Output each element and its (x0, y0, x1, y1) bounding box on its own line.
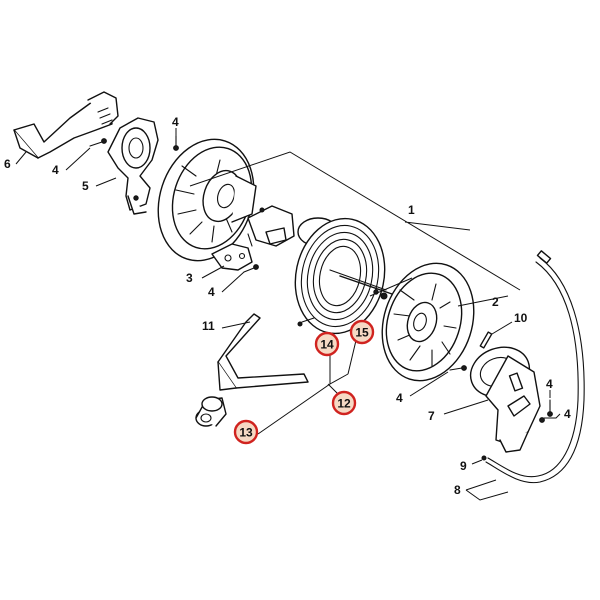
callout-13-highlight: 13 (233, 419, 259, 445)
callout-7: 7 (428, 409, 435, 423)
leader-4c (221, 271, 245, 293)
callout-4-d: 4 (396, 391, 403, 405)
callout-8: 8 (454, 483, 461, 497)
right-flange-disc (381, 262, 475, 382)
leader-7 (443, 399, 489, 415)
screw-part (89, 138, 107, 147)
leader-11 (221, 321, 251, 329)
leader-10 (491, 321, 513, 335)
screw-part (449, 365, 467, 371)
leader-4f (555, 413, 561, 419)
callout-14: 14 (320, 338, 334, 352)
leader-6 (15, 151, 27, 165)
callout-4-c: 4 (208, 285, 215, 299)
callout-2: 2 (492, 295, 499, 309)
leader-5 (95, 177, 117, 187)
pin-part (479, 331, 493, 349)
callout-4-b: 4 (172, 115, 179, 129)
callout-11: 11 (202, 319, 215, 333)
rod-part (217, 313, 309, 391)
callout-13: 13 (239, 426, 253, 440)
callout-4-e: 4 (546, 377, 553, 391)
leader-4a (65, 147, 91, 171)
leader-4d (409, 371, 449, 397)
callout-6: 6 (4, 157, 11, 171)
axle-part (247, 205, 295, 247)
callout-9: 9 (460, 459, 467, 473)
callout-3: 3 (186, 271, 193, 285)
guide-housing-part (469, 346, 541, 453)
lever-plate-part (211, 233, 253, 271)
hose-line-part (481, 250, 585, 484)
leader-12-13-14-15 (257, 331, 359, 435)
callout-5: 5 (82, 179, 89, 193)
crank-handle-part (13, 91, 119, 159)
callout-1: 1 (408, 203, 415, 217)
left-flange-disc (157, 138, 257, 262)
screw-part (547, 399, 553, 417)
bracket-part (107, 117, 159, 215)
hose-drum-part (294, 217, 393, 335)
callout-14-highlight: 14 (314, 331, 340, 357)
screw-part (539, 417, 557, 423)
screw-part (173, 135, 179, 151)
leader-3 (201, 265, 225, 279)
callout-4-a: 4 (52, 163, 59, 177)
callout-10: 10 (514, 311, 528, 325)
bushing-part (195, 396, 227, 427)
callout-12-highlight: 12 (331, 390, 357, 416)
callout-15: 15 (355, 326, 369, 340)
callout-12: 12 (337, 397, 351, 411)
leader-1 (189, 151, 521, 291)
leader-8 (465, 479, 509, 501)
screw-part (243, 264, 259, 273)
leader-9 (471, 459, 483, 465)
leader-2 (369, 277, 509, 307)
callout-15-highlight: 15 (349, 319, 375, 345)
callout-4-f: 4 (564, 407, 571, 421)
